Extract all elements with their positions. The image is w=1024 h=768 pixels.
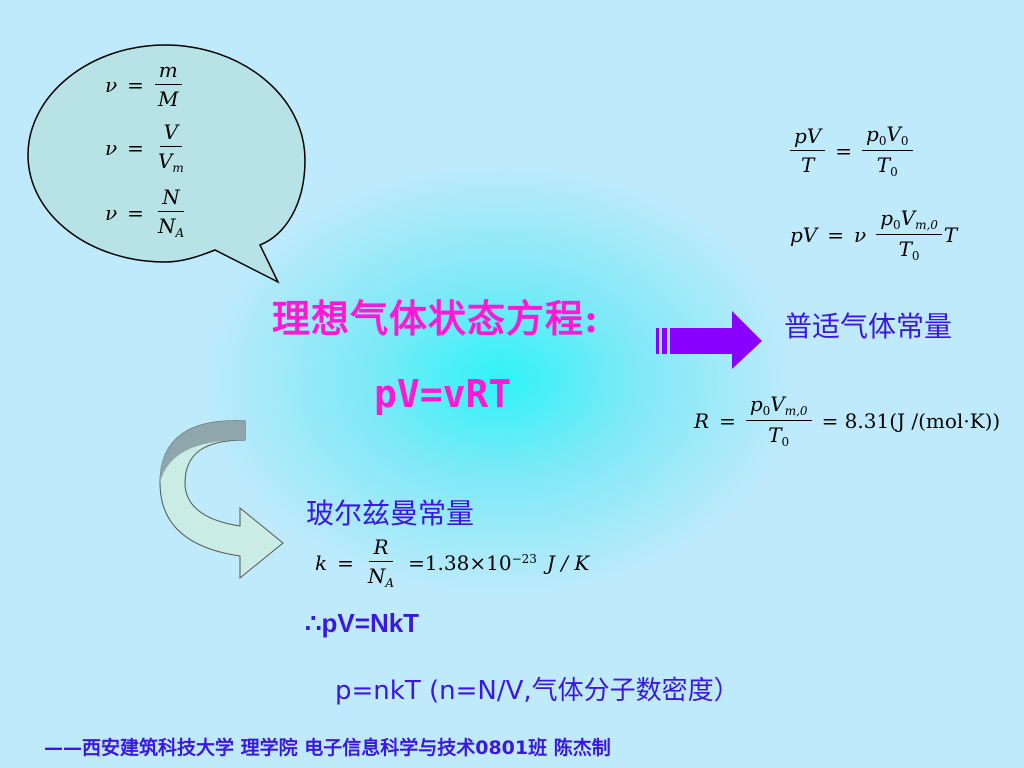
boltzmann-label: 玻尔兹曼常量 (306, 497, 475, 530)
right-arrow-icon (656, 311, 762, 369)
speech-bubble (27, 44, 306, 284)
gas-constant-formula: R = p0Vm,0 T0 = 8.31(J /(mol·K)) (694, 392, 1001, 450)
curved-arrow-icon (159, 420, 284, 580)
molar-gas-law: pV = ν p0Vm,0 T0 T (790, 206, 958, 264)
gas-constant-label: 普适气体常量 (784, 310, 953, 343)
footer-credit: ——西安建筑科技大学 理学院 电子信息科学与技术0801班 陈杰制 (44, 737, 611, 759)
pv-nkt-equation: ∴pV=NkT (305, 608, 420, 638)
main-equation: pV=vRT (374, 372, 512, 416)
boltzmann-formula: k = R NA =1.38×10−23 J / K (315, 535, 590, 591)
page-title: 理想气体状态方程: (272, 296, 600, 341)
p-nkt-equation: p=nkT (n=N/V,气体分子数密度） (335, 676, 740, 706)
